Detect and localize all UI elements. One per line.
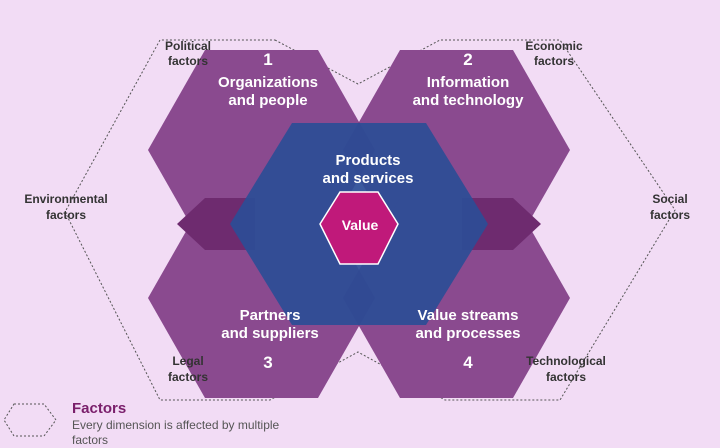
value-label: Value [342,217,379,233]
dimension-3-number: 3 [263,353,272,372]
overlap-left [177,198,255,250]
social-factors-line2: factors [650,208,690,222]
environmental-factors-line2: factors [46,208,86,222]
dimension-4-label-line2: and processes [415,325,520,342]
dimension-3-label-line2: and suppliers [221,325,319,342]
dimension-2-number: 2 [463,50,472,69]
economic-factors-line1: Economic [525,39,583,53]
social-factors-line1: Social [652,192,687,206]
dimension-4-label-line1: Value streams [418,307,519,324]
legal-factors-line2: factors [168,370,208,384]
technological-factors-line2: factors [546,370,586,384]
factors-boundary [64,39,676,401]
dimension-2-label-line2: and technology [413,92,524,109]
legend-description: Every dimension is affected by multiple … [72,418,280,447]
four-dimensions-diagram: 1 Organizations and people 2 Information… [24,39,690,401]
legend-title: Factors [72,400,127,417]
dimension-1-label-line1: Organizations [218,74,318,91]
dimension-1-label-line2: and people [228,92,307,109]
political-factors-line2: factors [168,54,208,68]
political-factors-line1: Political [165,39,211,53]
environmental-factors-line1: Environmental [24,192,107,206]
dashed-hexagon-icon [3,403,57,437]
dimension-3-label-line1: Partners [240,307,301,324]
dimension-4-number: 4 [463,353,473,372]
overlap-right [462,198,541,250]
legal-factors-line1: Legal [172,354,203,368]
products-services-label-line2: and services [323,170,414,187]
factors-legend: Factors Every dimension is affected by m… [0,398,320,447]
dimension-1-number: 1 [263,50,272,69]
products-services-label-line1: Products [335,152,400,169]
hexagon-value [319,191,399,265]
technological-factors-line1: Technological [526,354,606,368]
economic-factors-line2: factors [534,54,574,68]
dimension-2-label-line1: Information [427,74,510,91]
